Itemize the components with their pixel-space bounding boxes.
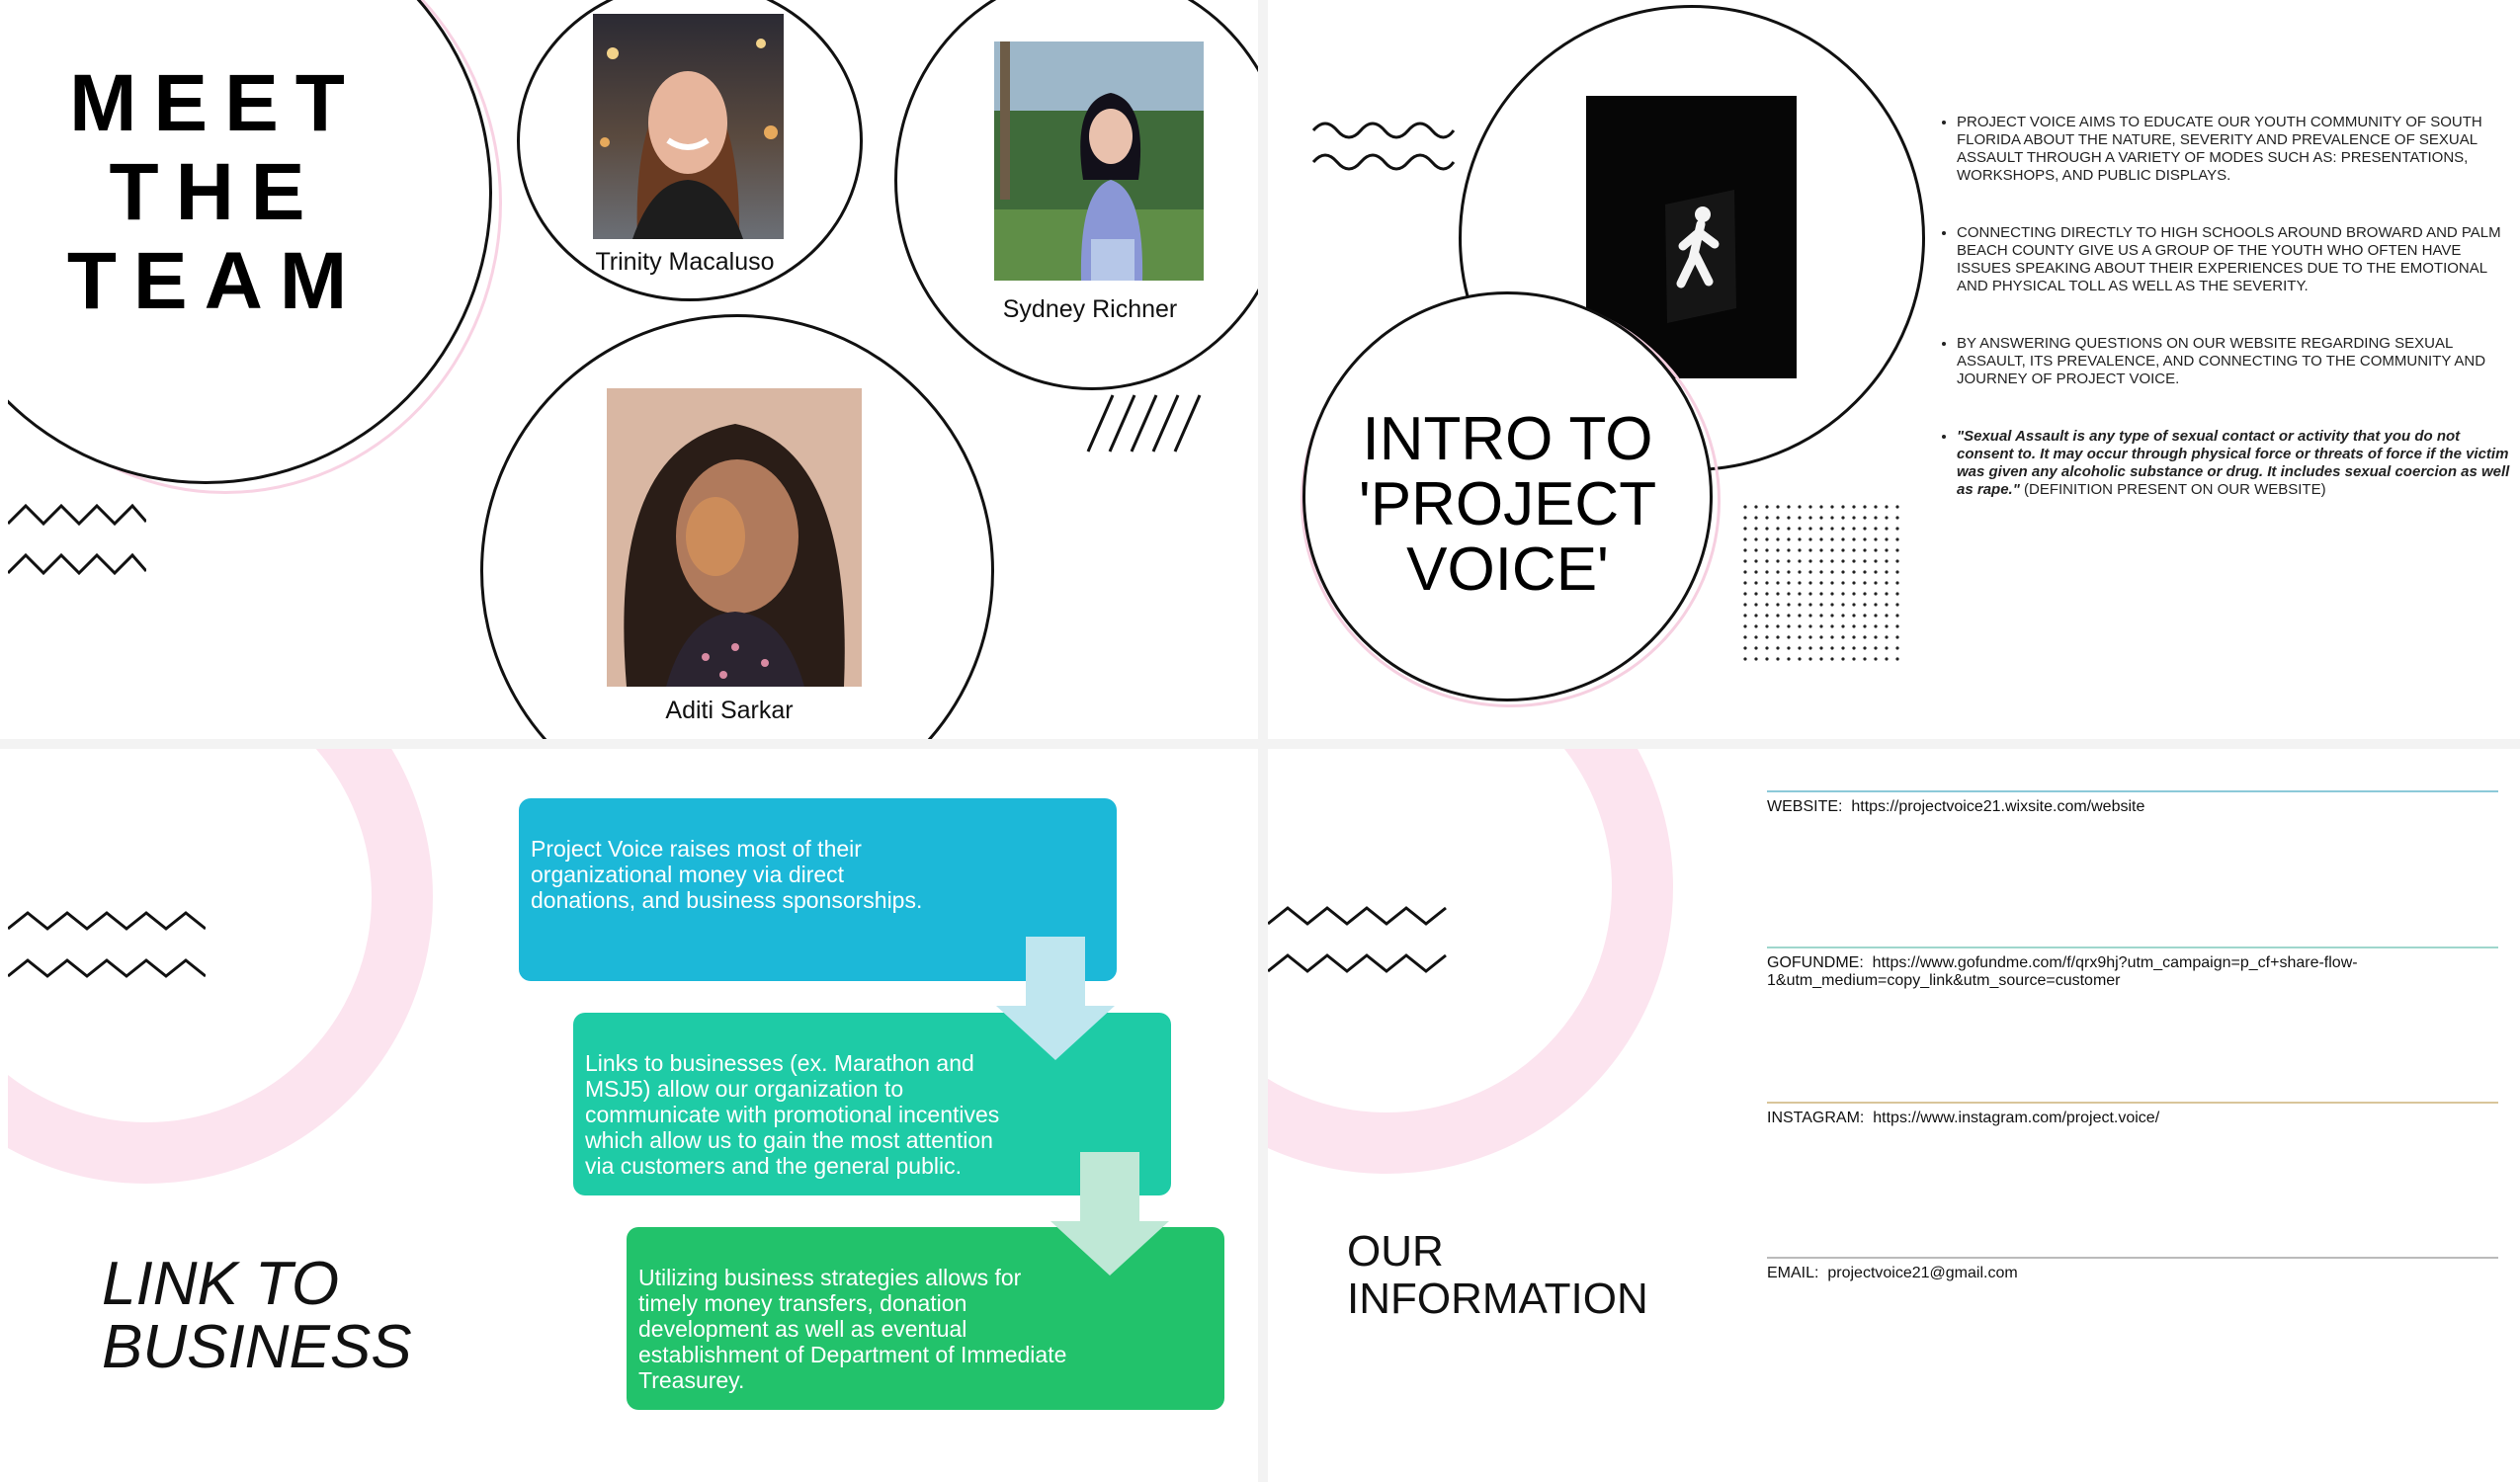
member-photo-trinity [593, 14, 784, 239]
title-line-3: VOICE' [1406, 535, 1609, 604]
info-row-website: WEBSITE: https://projectvoice21.wixsite.… [1767, 790, 2498, 816]
definition-note: (DEFINITION PRESENT ON OUR WEBSITE) [2019, 481, 2326, 498]
info-label: GOFUNDME: [1767, 954, 1864, 971]
slide-title: LINK TO BUSINESS [102, 1253, 412, 1379]
member-name-aditi: Aditi Sarkar [665, 697, 794, 724]
title-line-2: 'PROJECT [1358, 470, 1657, 538]
bullet-item: BY ANSWERING QUESTIONS ON OUR WEBSITE RE… [1957, 335, 2515, 388]
info-label: EMAIL: [1767, 1265, 1819, 1281]
title-line-1: LINK TO [102, 1250, 340, 1318]
slash-decoration [1086, 394, 1202, 453]
wave-decoration [1311, 122, 1455, 171]
title-line-1: OUR [1347, 1227, 1444, 1276]
slide-title: MEET THE TEAM [28, 59, 403, 326]
process-step-1: Project Voice raises most of their organ… [519, 798, 1117, 981]
slide-meet-the-team: MEET THE TEAM Trinity Macaluso Syd [8, 0, 1258, 739]
zigzag-decoration [8, 503, 146, 576]
definition-quote: "Sexual Assault is any type of sexual co… [1957, 428, 2510, 498]
zigzag-decoration [1268, 906, 1447, 973]
down-arrow-icon [996, 937, 1115, 1060]
process-step-text: Utilizing business strategies allows for… [638, 1265, 1067, 1393]
member-photo-sydney [994, 41, 1204, 281]
member-name-trinity: Trinity Macaluso [595, 248, 775, 276]
title-line-1: INTRO TO [1362, 405, 1653, 473]
zigzag-decoration [8, 911, 206, 978]
title-circle [1302, 291, 1713, 701]
down-arrow-icon [1050, 1152, 1169, 1276]
bullet-item-definition: "Sexual Assault is any type of sexual co… [1957, 428, 2515, 499]
instagram-link[interactable]: https://www.instagram.com/project.voice/ [1873, 1110, 2160, 1126]
slide-title: OUR INFORMATION [1347, 1228, 1648, 1323]
info-label: INSTAGRAM: [1767, 1110, 1865, 1126]
process-step-text: Links to businesses (ex. Marathon and MS… [585, 1050, 1000, 1179]
title-line-2: INFORMATION [1347, 1275, 1648, 1323]
process-step-text: Project Voice raises most of their organ… [531, 836, 923, 913]
info-row-email: EMAIL: projectvoice21@gmail.com [1767, 1257, 2498, 1282]
title-line-2: THE [109, 147, 322, 237]
process-step-2: Links to businesses (ex. Marathon and MS… [573, 1013, 1171, 1195]
bullet-item: PROJECT VOICE AIMS TO EDUCATE OUR YOUTH … [1957, 114, 2515, 185]
bullet-item: CONNECTING DIRECTLY TO HIGH SCHOOLS AROU… [1957, 224, 2515, 295]
slide-link-to-business: LINK TO BUSINESS Project Voice raises mo… [8, 749, 1258, 1482]
dot-grid-decoration [1742, 504, 1900, 662]
member-photo-aditi [607, 388, 862, 687]
website-link[interactable]: https://projectvoice21.wixsite.com/websi… [1851, 798, 2145, 815]
title-line-3: TEAM [66, 236, 365, 326]
slide-intro-project-voice: INTRO TO 'PROJECT VOICE' PROJECT VOICE A… [1268, 0, 2520, 739]
slide-title: INTRO TO 'PROJECT VOICE' [1327, 407, 1688, 603]
info-row-gofundme: GOFUNDME: https://www.gofundme.com/f/qrx… [1767, 947, 2498, 990]
info-row-instagram: INSTAGRAM: https://www.instagram.com/pro… [1767, 1102, 2498, 1127]
member-name-sydney: Sydney Richner [1002, 295, 1178, 323]
intro-bullet-list: PROJECT VOICE AIMS TO EDUCATE OUR YOUTH … [1933, 114, 2515, 538]
info-label: WEBSITE: [1767, 798, 1843, 815]
email-link[interactable]: projectvoice21@gmail.com [1827, 1265, 2018, 1281]
title-line-2: BUSINESS [102, 1313, 412, 1381]
gofundme-link[interactable]: https://www.gofundme.com/f/qrx9hj?utm_ca… [1767, 954, 2358, 989]
title-line-1: MEET [69, 58, 362, 148]
slide-our-information: OUR INFORMATION WEBSITE: https://project… [1268, 749, 2520, 1482]
slide-gutter-horizontal [0, 739, 2520, 749]
